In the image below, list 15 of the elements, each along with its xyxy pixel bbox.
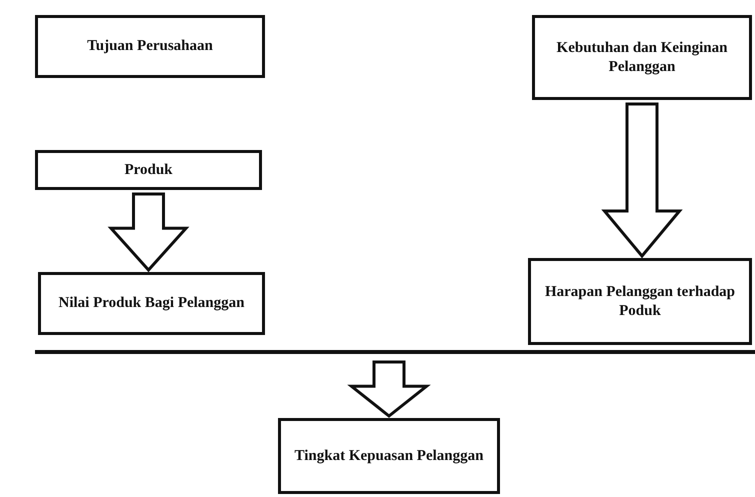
process-box <box>35 15 265 78</box>
box-label: Produk <box>123 160 174 180</box>
block-arrow <box>347 360 431 418</box>
block-arrow <box>108 192 190 272</box>
block-arrow <box>601 102 683 258</box>
box-label: Tujuan Perusahaan <box>86 37 214 56</box>
box-label: Kebutuhan dan Keinginan Pelanggan <box>556 38 728 76</box>
process-box <box>532 15 752 100</box>
process-box <box>35 150 262 190</box>
box-label: Harapan Pelanggan terhadap Poduk <box>544 282 736 320</box>
process-box <box>278 418 500 494</box>
process-box <box>528 258 752 345</box>
box-label: Tingkat Kepuasan Pelanggan <box>294 446 484 466</box>
process-box <box>38 272 265 335</box>
box-label: Nilai Produk Bagi Pelanggan <box>57 294 246 313</box>
